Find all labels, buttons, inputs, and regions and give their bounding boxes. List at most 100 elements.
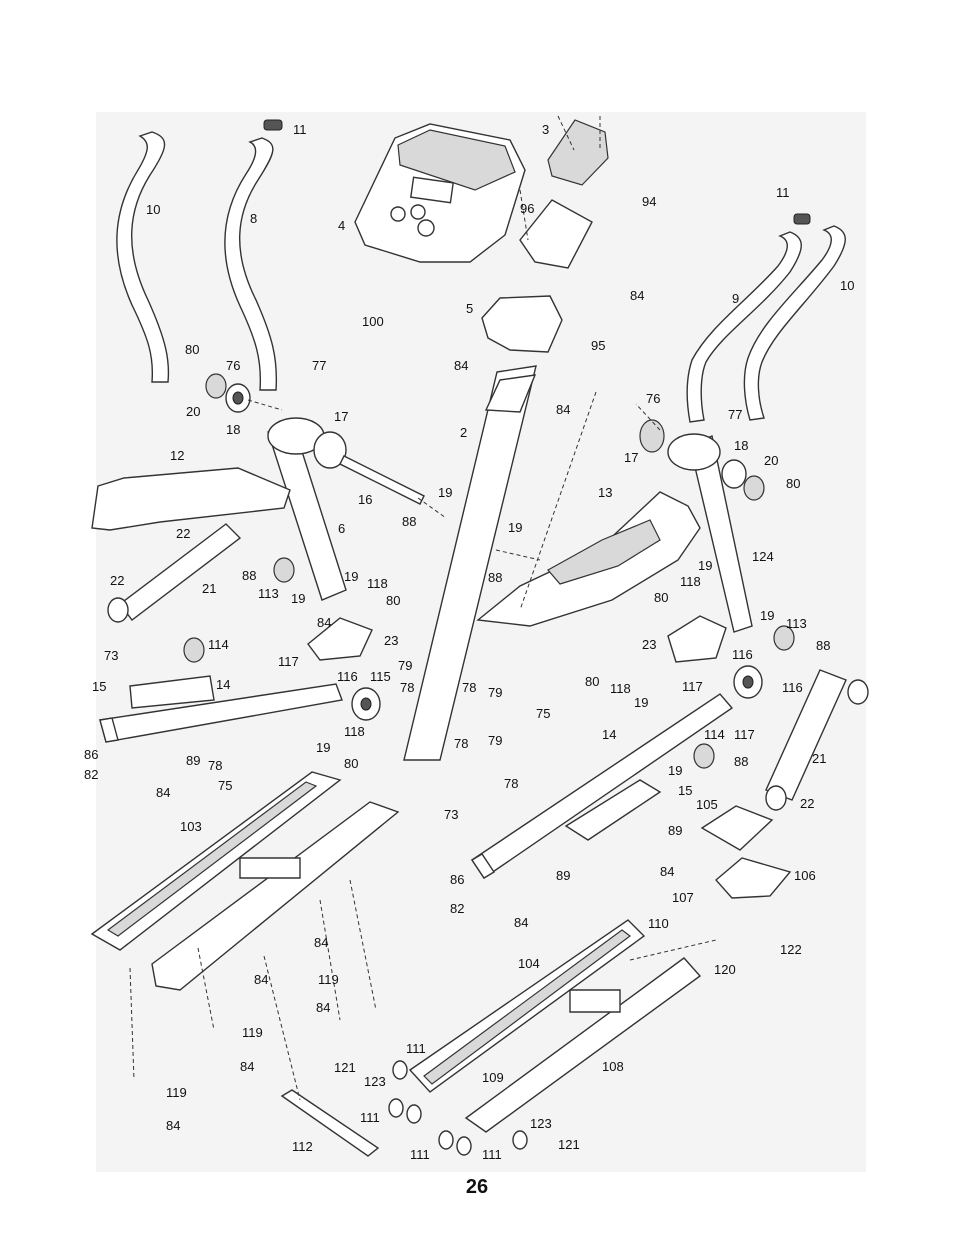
callout-115-left: 115 bbox=[370, 669, 391, 684]
callout-5: 5 bbox=[466, 301, 473, 316]
callout-122: 122 bbox=[780, 942, 802, 957]
callout-94: 94 bbox=[642, 194, 656, 209]
callout-119-top: 119 bbox=[318, 972, 339, 987]
callout-14-right: 14 bbox=[602, 727, 616, 742]
callout-22-left: 22 bbox=[110, 573, 124, 588]
callout-116-right-top: 116 bbox=[732, 647, 753, 662]
console-base-5 bbox=[481, 295, 563, 353]
callout-19-axle: 19 bbox=[438, 485, 452, 500]
callout-84-frame-low: 84 bbox=[254, 972, 268, 987]
callout-23-left: 23 bbox=[384, 633, 398, 648]
callout-18-right: 18 bbox=[734, 438, 748, 453]
shroud-12 bbox=[91, 467, 291, 531]
callout-17-left: 17 bbox=[334, 409, 348, 424]
callout-82-left: 82 bbox=[84, 767, 98, 782]
handlebar-9 bbox=[686, 231, 802, 423]
callout-20-left: 20 bbox=[186, 404, 200, 419]
callout-117-right: 117 bbox=[682, 679, 703, 694]
callout-19-arm: 19 bbox=[344, 569, 358, 584]
callout-77-right: 77 bbox=[728, 407, 742, 422]
pedal-arm-14-left bbox=[99, 683, 343, 743]
callout-113-left: 113 bbox=[258, 586, 279, 601]
callout-78-right-mid: 78 bbox=[454, 736, 468, 751]
callout-77-left: 77 bbox=[312, 358, 326, 373]
axle-16 bbox=[339, 455, 425, 505]
callout-19-pedal: 19 bbox=[634, 695, 648, 710]
callout-14-left: 14 bbox=[216, 677, 230, 692]
bracket-96 bbox=[519, 199, 593, 269]
pedal-mount-15-right bbox=[564, 779, 662, 841]
callout-104: 104 bbox=[518, 956, 540, 971]
callout-84-right-low: 84 bbox=[660, 864, 674, 879]
callout-80-left: 80 bbox=[185, 342, 199, 357]
shroud-13 bbox=[476, 491, 701, 627]
callout-78-right: 78 bbox=[504, 776, 518, 791]
callout-112: 112 bbox=[292, 1139, 313, 1154]
callout-78-left-top: 78 bbox=[400, 680, 414, 695]
callout-22-left-top: 22 bbox=[176, 526, 190, 541]
handlebar-8 bbox=[224, 137, 278, 391]
callout-111-top: 111 bbox=[406, 1041, 426, 1056]
callout-79-left: 79 bbox=[398, 658, 412, 673]
callout-117-left: 117 bbox=[278, 654, 299, 669]
callout-113-right: 113 bbox=[786, 616, 807, 631]
callout-13: 13 bbox=[598, 485, 612, 500]
callout-19-right-arm: 19 bbox=[698, 558, 712, 573]
callout-89-right-low: 89 bbox=[556, 868, 570, 883]
callout-23-right: 23 bbox=[642, 637, 656, 652]
callout-107: 107 bbox=[672, 890, 694, 905]
callouts: 3 11 94 96 4 11 10 8 10 9 84 5 95 100 80… bbox=[84, 122, 854, 1162]
callout-111-right: 111 bbox=[482, 1147, 502, 1162]
frame-103 bbox=[90, 771, 400, 991]
callout-84-top: 84 bbox=[454, 358, 468, 373]
callout-15-left: 15 bbox=[92, 679, 106, 694]
washer-18-20-right bbox=[721, 459, 765, 501]
wheel-115-left bbox=[351, 687, 381, 721]
callout-21-right: 21 bbox=[812, 751, 826, 766]
callout-89-left: 89 bbox=[186, 753, 200, 768]
callout-84-right-frame: 84 bbox=[514, 915, 528, 930]
callout-116-right: 116 bbox=[782, 680, 803, 695]
callout-114-left: 114 bbox=[208, 637, 229, 652]
callout-11-left: 11 bbox=[293, 122, 307, 137]
callout-118-pedal: 118 bbox=[610, 681, 631, 696]
callout-18-left: 18 bbox=[226, 422, 240, 437]
callout-119-mid: 119 bbox=[242, 1025, 263, 1040]
callout-88-upright: 88 bbox=[488, 570, 502, 585]
callout-118-left-arm: 118 bbox=[344, 724, 365, 739]
guide-23-left bbox=[307, 617, 373, 661]
drawing-area bbox=[96, 112, 866, 1172]
callout-80-left-bottom: 80 bbox=[344, 756, 358, 771]
callout-78-mid: 78 bbox=[462, 680, 476, 695]
callout-96: 96 bbox=[520, 201, 534, 216]
callout-73-left: 73 bbox=[104, 648, 118, 663]
callout-95: 95 bbox=[591, 338, 605, 353]
upright-2 bbox=[403, 365, 537, 761]
callout-80-right-arm: 80 bbox=[654, 590, 668, 605]
callout-116-left: 116 bbox=[337, 669, 358, 684]
washer-20-18-left bbox=[205, 373, 251, 413]
mount-3 bbox=[547, 119, 609, 186]
callout-110: 110 bbox=[648, 916, 669, 931]
callout-117-right-bottom: 117 bbox=[734, 727, 755, 742]
callout-86-right: 86 bbox=[450, 872, 464, 887]
callout-15-right: 15 bbox=[678, 783, 692, 798]
pedal-mount-15-left bbox=[129, 675, 215, 709]
callout-111-low: 111 bbox=[410, 1147, 430, 1162]
callout-12: 12 bbox=[170, 448, 184, 463]
tube-112 bbox=[280, 1089, 380, 1157]
callout-80-right-top: 80 bbox=[786, 476, 800, 491]
callout-86-left: 86 bbox=[84, 747, 98, 762]
cap-11-left bbox=[263, 119, 283, 131]
callout-78-left: 78 bbox=[208, 758, 222, 773]
spacers-small bbox=[183, 557, 795, 769]
link-21-right bbox=[765, 669, 869, 811]
callout-10-right: 10 bbox=[840, 278, 854, 293]
callout-108: 108 bbox=[602, 1059, 624, 1074]
callout-109: 109 bbox=[482, 1070, 504, 1085]
callout-89-right: 89 bbox=[668, 823, 682, 838]
rollers-111 bbox=[388, 1060, 528, 1156]
handlebar-10-right bbox=[743, 225, 846, 421]
callout-82-right: 82 bbox=[450, 901, 464, 916]
